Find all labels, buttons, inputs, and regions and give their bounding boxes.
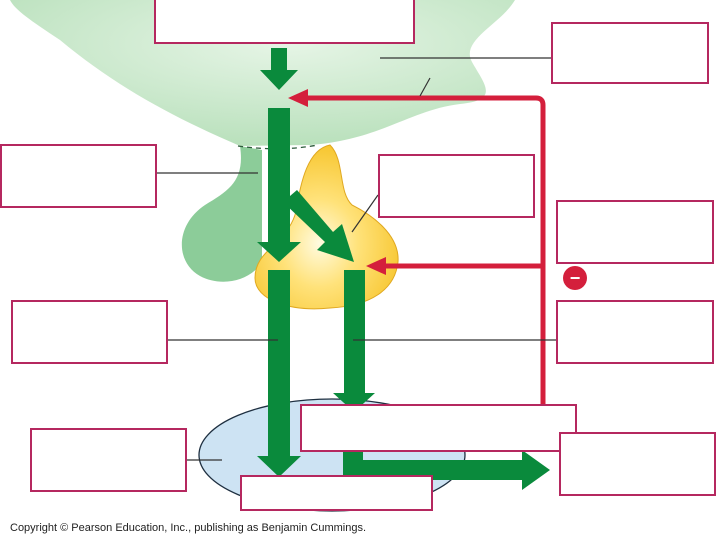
inhibition-symbol-text: − (570, 268, 581, 288)
label-box-left-middle[interactable] (11, 300, 168, 364)
arrow-main-down (257, 108, 301, 262)
label-box-right-upper[interactable] (556, 200, 714, 264)
arrow-diagonal (283, 190, 354, 262)
label-box-top-center[interactable] (154, 0, 415, 44)
label-box-left-lower[interactable] (30, 428, 187, 492)
arrow-right-column (333, 270, 375, 412)
leader-top-right-tick (419, 77, 431, 97)
label-box-right-middle[interactable] (556, 300, 714, 364)
inhibition-symbol (563, 266, 587, 290)
feedback-arrowhead-inner (366, 257, 386, 275)
label-box-left-upper[interactable] (0, 144, 157, 208)
arrow-left-column (257, 270, 301, 477)
label-box-top-right[interactable] (551, 22, 709, 84)
leader-gland (351, 194, 379, 233)
label-box-gland[interactable] (378, 154, 535, 218)
feedback-lines: − (288, 89, 587, 410)
arrow-top-down (260, 48, 298, 90)
stalk-dash-line (237, 144, 319, 150)
label-box-right-lower[interactable] (559, 432, 716, 496)
copyright-notice: Copyright © Pearson Education, Inc., pub… (10, 522, 367, 534)
feedback-path-outer (306, 95, 546, 410)
label-box-bottom-lower[interactable] (240, 475, 433, 511)
feedback-arrowhead-outer (288, 89, 308, 107)
leader-lines (157, 57, 556, 461)
label-box-bottom-center[interactable] (300, 404, 577, 452)
pituitary-region (181, 146, 262, 282)
